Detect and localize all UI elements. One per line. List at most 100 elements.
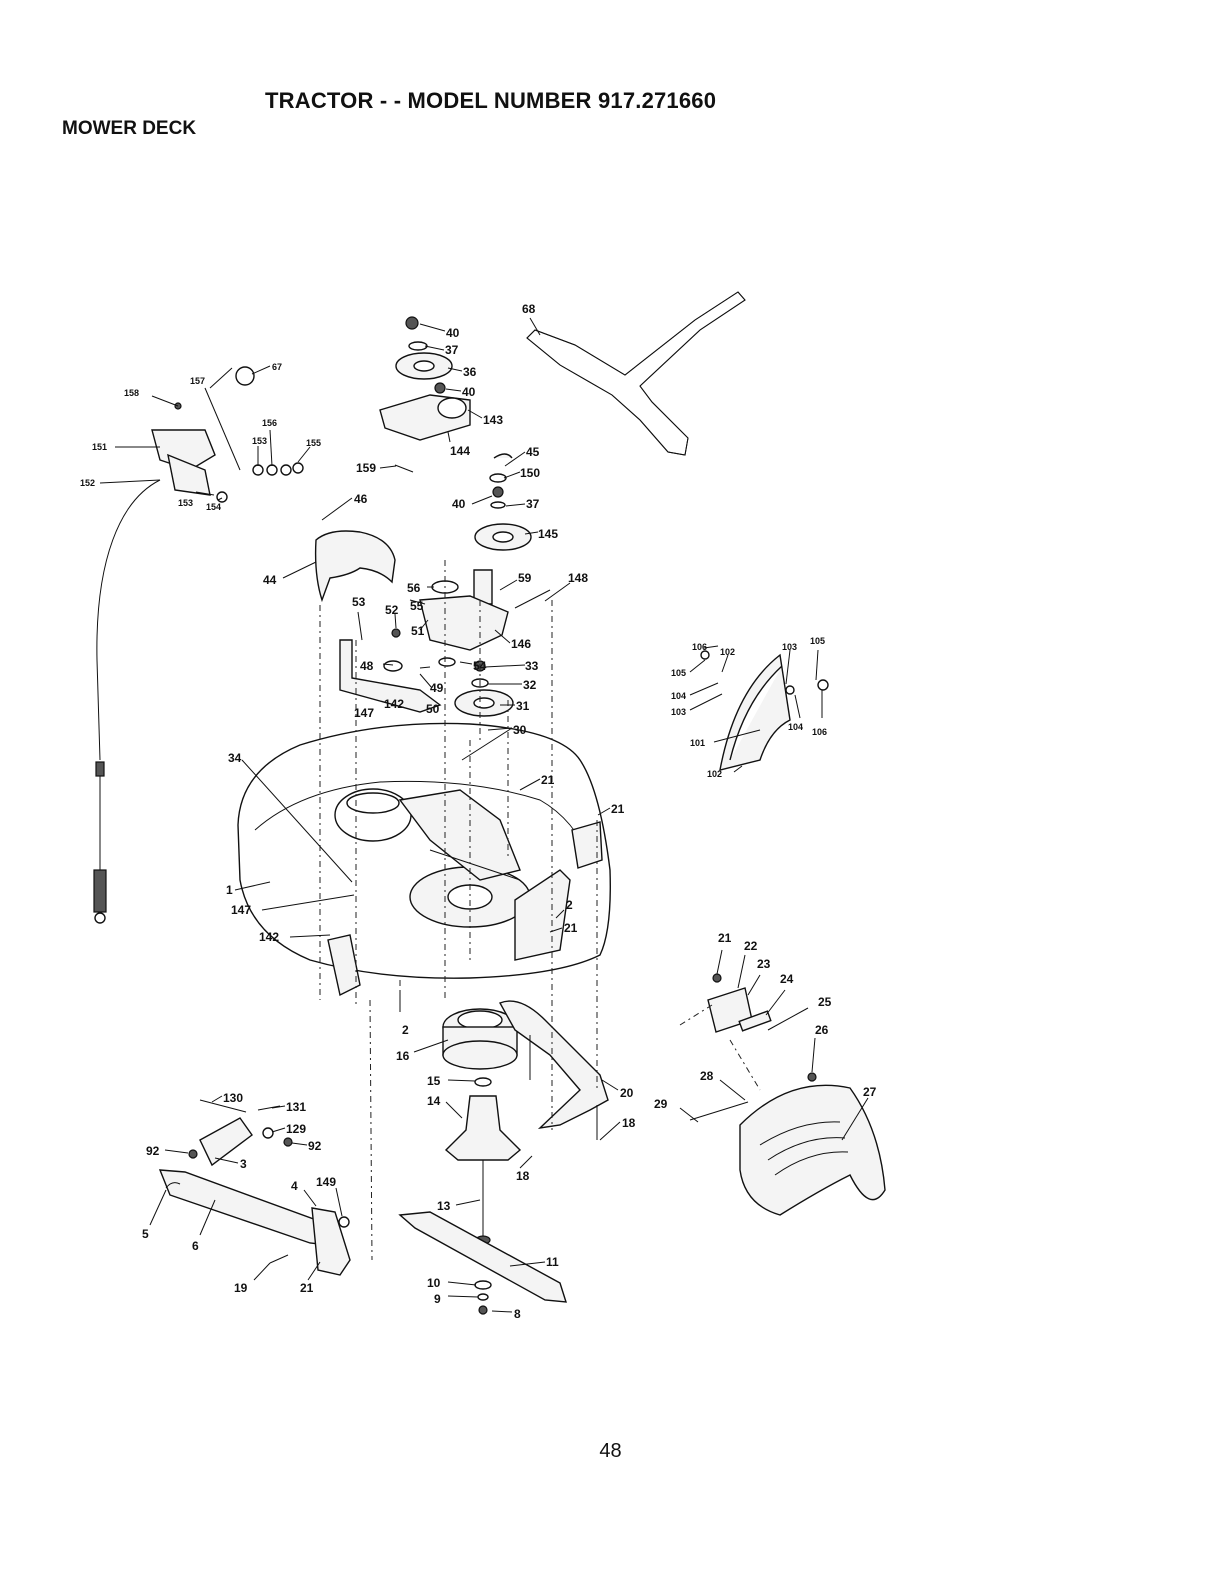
callout-150: 150	[520, 466, 540, 480]
callout-5: 5	[142, 1227, 149, 1241]
callout-29: 29	[654, 1097, 668, 1111]
callout-9: 9	[434, 1292, 441, 1306]
callout-23: 23	[757, 957, 771, 971]
callout-54: 54	[473, 659, 487, 673]
callout-103: 103	[671, 707, 686, 717]
callout-130: 130	[223, 1091, 243, 1105]
gauge-wheel-bracket	[327, 934, 361, 997]
belt-guard	[314, 530, 396, 603]
callout-4: 4	[291, 1179, 298, 1193]
callout-19: 19	[234, 1281, 248, 1295]
callout-144: 144	[450, 444, 470, 458]
callout-146: 146	[511, 637, 531, 651]
callout-26: 26	[815, 1023, 829, 1037]
drive-belt	[526, 291, 746, 456]
callout-102: 102	[720, 647, 735, 657]
callout-159: 159	[356, 461, 376, 475]
callout-50: 50	[426, 702, 440, 716]
callout-13: 13	[437, 1199, 451, 1213]
baffle-bracket	[499, 1000, 609, 1140]
mulching-cover	[689, 1084, 886, 1216]
callout-104: 104	[788, 722, 803, 732]
callout-143: 143	[483, 413, 503, 427]
callout-49: 49	[430, 681, 444, 695]
callout-153: 153	[178, 498, 193, 508]
callout-labels: 40 37 36 40 143 144 159 68 67 157 158 15…	[80, 302, 877, 1321]
assembly-alignment-lines	[319, 560, 761, 1261]
callout-44: 44	[263, 573, 277, 587]
callout-67: 67	[272, 362, 282, 372]
callout-55: 55	[410, 599, 424, 613]
callout-14: 14	[427, 1094, 441, 1108]
callout-3: 3	[240, 1157, 247, 1171]
callout-34: 34	[228, 751, 242, 765]
callout-21: 21	[718, 931, 732, 945]
callout-40: 40	[452, 497, 466, 511]
callout-25: 25	[818, 995, 832, 1009]
lift-handle-assembly	[151, 366, 304, 503]
callout-92: 92	[308, 1139, 322, 1153]
callout-102: 102	[707, 769, 722, 779]
callout-15: 15	[427, 1074, 441, 1088]
callout-131: 131	[286, 1100, 306, 1114]
front-link-assembly	[158, 1099, 351, 1276]
idler-pulley-assembly	[379, 316, 471, 473]
idler-arm	[339, 628, 442, 713]
callout-147: 147	[231, 903, 251, 917]
callout-101: 101	[690, 738, 705, 748]
callout-27: 27	[863, 1085, 877, 1099]
callout-40: 40	[446, 326, 460, 340]
callout-11: 11	[546, 1255, 559, 1269]
callout-21: 21	[300, 1281, 314, 1295]
callout-148: 148	[568, 571, 588, 585]
callout-21: 21	[564, 921, 578, 935]
callout-156: 156	[262, 418, 277, 428]
callout-33: 33	[525, 659, 539, 673]
callout-157: 157	[190, 376, 205, 386]
callout-16: 16	[396, 1049, 410, 1063]
callout-22: 22	[744, 939, 758, 953]
callout-1: 1	[226, 883, 233, 897]
callout-2: 2	[566, 898, 573, 912]
callout-142: 142	[384, 697, 404, 711]
callout-56: 56	[407, 581, 421, 595]
section-heading: MOWER DECK	[62, 118, 197, 139]
lift-cable	[93, 479, 161, 924]
callout-45: 45	[526, 445, 540, 459]
callout-92: 92	[146, 1144, 160, 1158]
callout-149: 149	[316, 1175, 336, 1189]
callout-20: 20	[620, 1086, 634, 1100]
callout-6: 6	[192, 1239, 199, 1253]
callout-129: 129	[286, 1122, 306, 1136]
callout-51: 51	[411, 624, 425, 638]
callout-59: 59	[518, 571, 532, 585]
discharge-deflector	[700, 650, 829, 771]
callout-103: 103	[782, 642, 797, 652]
callout-10: 10	[427, 1276, 441, 1290]
deck-housing	[237, 722, 611, 979]
callout-18: 18	[622, 1116, 636, 1130]
callout-46: 46	[354, 492, 368, 506]
page-title: TRACTOR - - MODEL NUMBER 917.271660	[265, 88, 717, 113]
callout-105: 105	[671, 668, 686, 678]
callout-2: 2	[402, 1023, 409, 1037]
spindle-assembly	[444, 1077, 522, 1245]
blade-adapter	[442, 1008, 518, 1070]
callout-151: 151	[92, 442, 107, 452]
callout-142: 142	[259, 930, 279, 944]
callout-48: 48	[360, 659, 374, 673]
callout-105: 105	[810, 636, 825, 646]
callout-36: 36	[463, 365, 477, 379]
callout-30: 30	[513, 723, 527, 737]
callout-21: 21	[541, 773, 555, 787]
callout-68: 68	[522, 302, 536, 316]
page-number: 48	[599, 1440, 622, 1462]
mulching-cover-mount	[707, 973, 817, 1082]
callout-104: 104	[671, 691, 686, 701]
callout-28: 28	[700, 1069, 714, 1083]
callout-18: 18	[516, 1169, 530, 1183]
callout-21: 21	[611, 802, 625, 816]
callout-8: 8	[514, 1307, 521, 1321]
callout-32: 32	[523, 678, 537, 692]
